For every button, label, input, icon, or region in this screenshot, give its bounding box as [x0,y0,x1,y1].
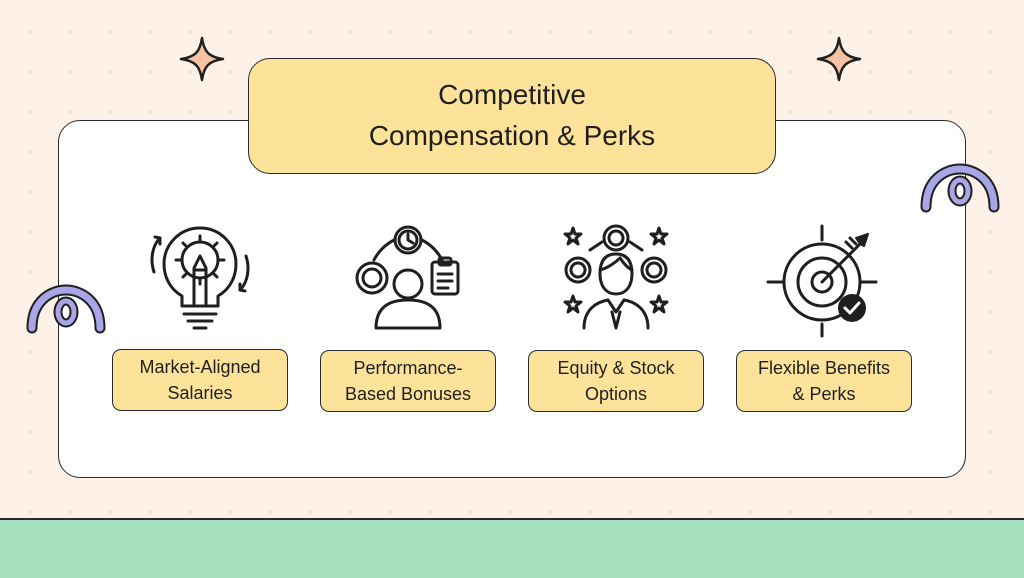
person-clock-clipboard-icon [355,225,460,330]
swirl-icon-right [920,163,1000,213]
label-performance-based-bonuses: Performance- Based Bonuses [320,350,496,412]
title-line-2: Compensation & Perks [368,120,656,151]
content-card [58,120,966,478]
swirl-icon-left [26,284,106,334]
label-line-2: Salaries [167,383,233,403]
label-line-2: Options [584,384,648,404]
label-equity-stock-options: Equity & Stock Options [528,350,704,412]
label-line-2: Based Bonuses [344,384,472,404]
title-banner: Competitive Compensation & Perks [248,58,776,174]
label-line-1: Performance- [353,357,463,378]
person-gears-stars-icon [563,224,669,330]
label-line-2: & Perks [792,384,856,404]
title-line-1: Competitive [438,79,586,111]
sparkle-icon-left [179,36,225,82]
sparkle-icon-right [816,36,862,82]
target-arrow-check-icon [766,224,878,338]
label-line-1: Market-Aligned [139,356,261,377]
lightbulb-gear-icon [150,226,250,330]
label-line-1: Flexible Benefits [757,357,891,378]
label-market-aligned-salaries: Market-Aligned Salaries [112,349,288,411]
label-line-1: Equity & Stock [557,357,675,378]
footer-band [0,518,1024,578]
label-flexible-benefits-perks: Flexible Benefits & Perks [736,350,912,412]
